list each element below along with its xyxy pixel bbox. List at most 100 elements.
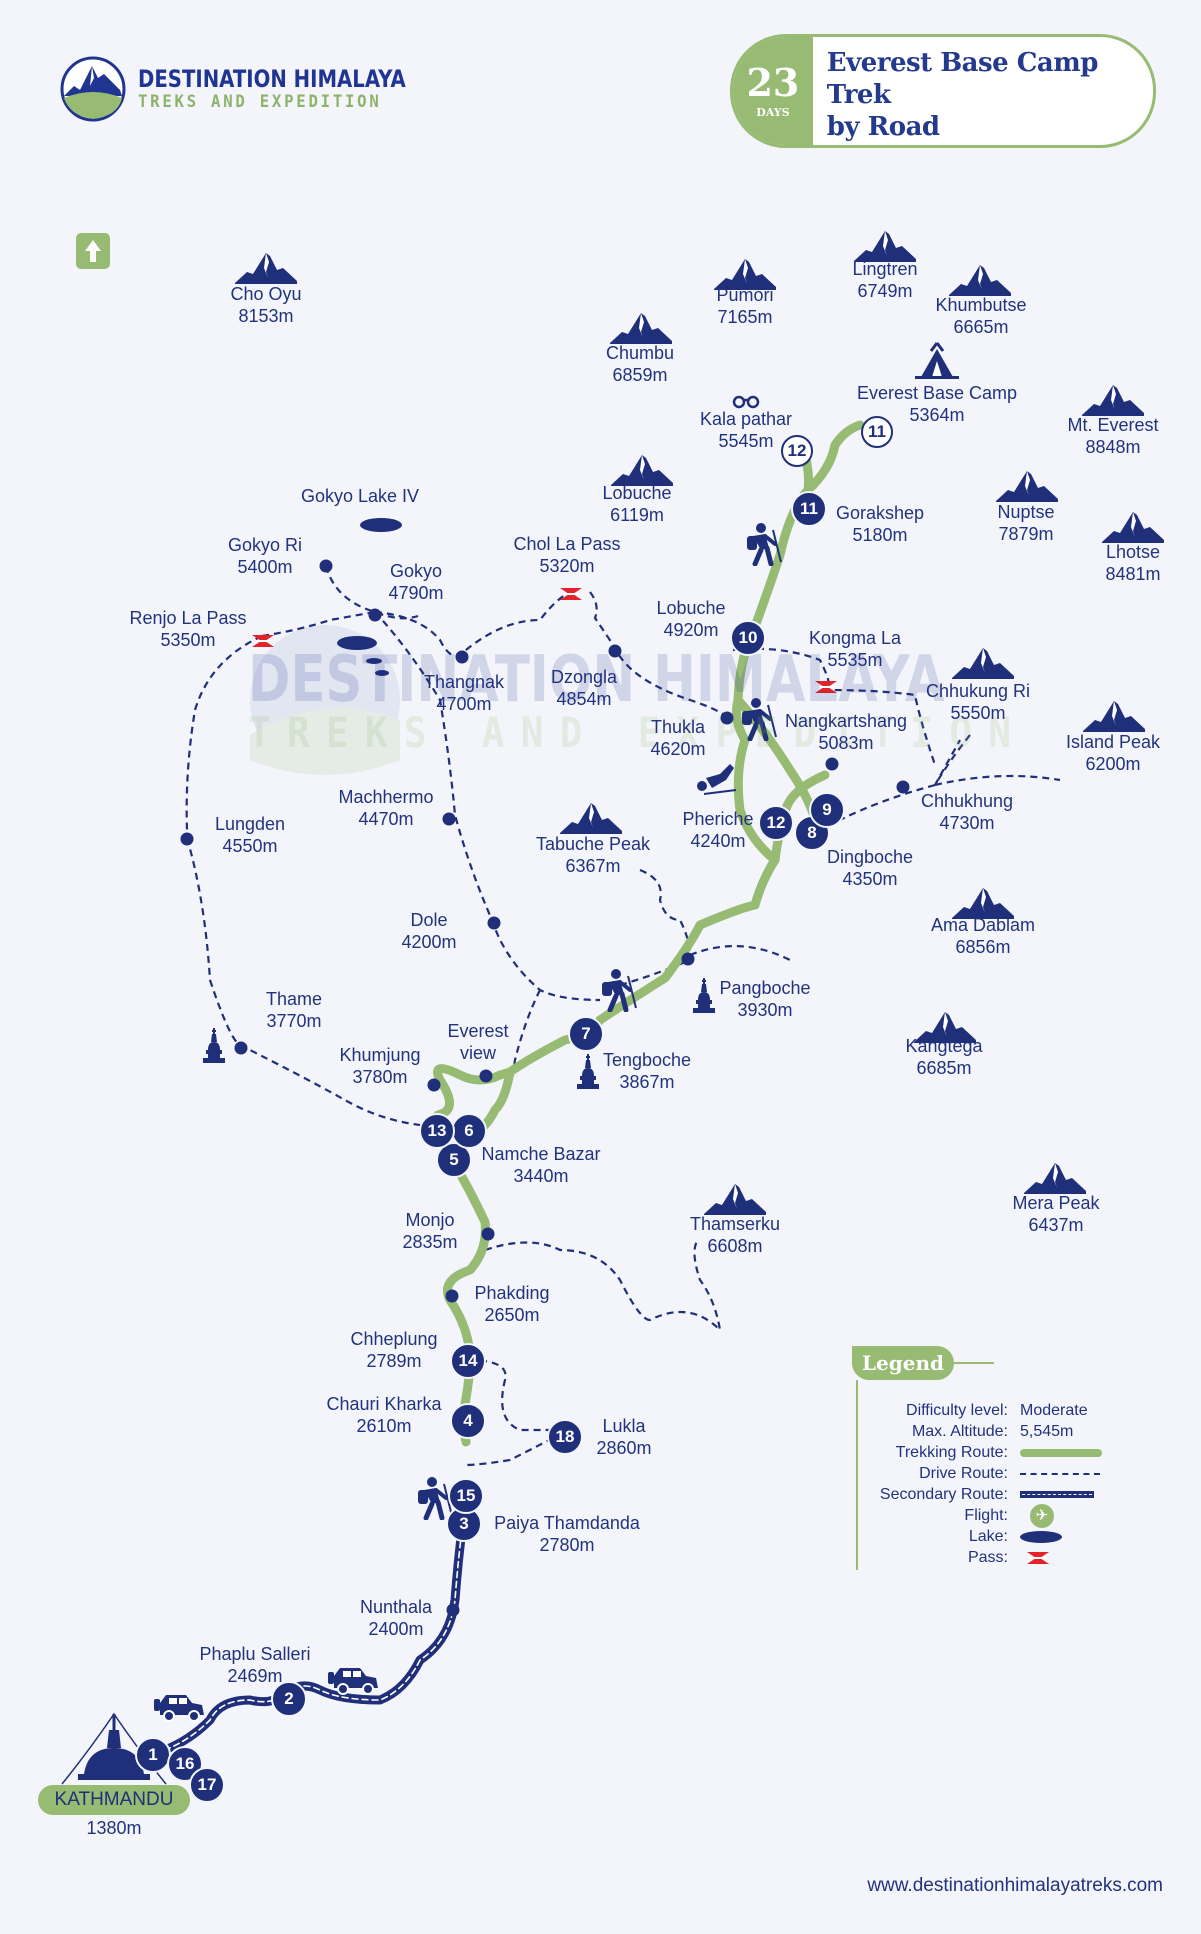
pass-icon <box>1027 1551 1049 1564</box>
day-marker[interactable]: 17 <box>189 1767 225 1803</box>
day-marker[interactable]: 13 <box>419 1113 455 1149</box>
day-marker[interactable]: 2 <box>271 1681 307 1717</box>
waypoint-dot <box>896 780 910 794</box>
legend-pass: Pass: <box>860 1547 1110 1568</box>
waypoint-dot <box>681 952 695 966</box>
waypoint-dot <box>319 559 333 573</box>
drive-route-swatch <box>1020 1472 1100 1475</box>
legend-difficulty: Difficulty level:Moderate <box>906 1401 1088 1419</box>
legend-lake: Lake: <box>860 1526 1110 1547</box>
waypoint-dot <box>427 1078 441 1092</box>
day-marker[interactable]: 11 <box>861 416 893 448</box>
day-marker[interactable]: 6 <box>451 1113 487 1149</box>
waypoint-dot <box>455 650 469 664</box>
waypoint-dot <box>442 812 456 826</box>
day-marker[interactable]: 7 <box>568 1016 604 1052</box>
north-arrow-icon <box>76 233 110 269</box>
kathmandu-altitude: 1380m <box>86 1818 142 1838</box>
days-badge: 23 DAYS <box>733 37 813 145</box>
waypoint-dot <box>479 1069 493 1083</box>
secondary-route-swatch <box>1020 1491 1094 1498</box>
website-link[interactable]: www.destinationhimalayatreks.com <box>867 1875 1163 1896</box>
day-marker[interactable]: 9 <box>809 792 845 828</box>
legend-title: Legend <box>852 1346 954 1380</box>
waypoint-dot <box>234 1041 248 1055</box>
trekking-route-swatch <box>1020 1448 1102 1457</box>
legend-divider <box>856 1380 858 1570</box>
day-marker[interactable]: 11 <box>791 491 827 527</box>
legend-drive-route: Drive Route: <box>860 1463 1110 1484</box>
day-marker[interactable]: 3 <box>446 1506 482 1542</box>
waypoint-dot <box>487 916 501 930</box>
day-marker[interactable]: 10 <box>730 620 766 656</box>
brand-logo[interactable]: DESTINATION HIMALAYA TREKS AND EXPEDITIO… <box>60 56 465 122</box>
days-number: 23 <box>746 59 800 105</box>
day-marker[interactable]: 12 <box>758 805 794 841</box>
trek-title: Everest Base Camp Trek by Road <box>826 48 1099 142</box>
waypoint-dot <box>445 1289 459 1303</box>
flight-icon: ✈ <box>1030 1503 1054 1528</box>
legend-flight: Flight:✈ <box>860 1503 1110 1528</box>
day-marker[interactable]: 15 <box>448 1478 484 1514</box>
day-marker[interactable]: 14 <box>450 1343 486 1379</box>
day-marker[interactable]: 18 <box>547 1419 583 1455</box>
waypoint-dot <box>608 644 622 658</box>
day-marker[interactable]: 4 <box>450 1403 486 1439</box>
waypoint-dot <box>481 1227 495 1241</box>
day-marker[interactable]: 12 <box>781 435 813 467</box>
day-marker[interactable]: 1 <box>135 1737 171 1773</box>
waypoint-dot <box>825 757 839 771</box>
legend-max-altitude: Max. Altitude:5,545m <box>911 1422 1074 1440</box>
trek-title-badge: 23 DAYS Everest Base Camp Trek by Road <box>730 34 1156 148</box>
waypoint-dot <box>180 832 194 846</box>
kathmandu-badge: KATHMANDU <box>38 1785 190 1815</box>
lake-icon <box>1020 1530 1062 1543</box>
days-label: DAYS <box>756 105 790 119</box>
legend-trekking-route: Trekking Route: <box>860 1442 1110 1463</box>
brand-name: DESTINATION HIMALAYA <box>138 65 406 93</box>
